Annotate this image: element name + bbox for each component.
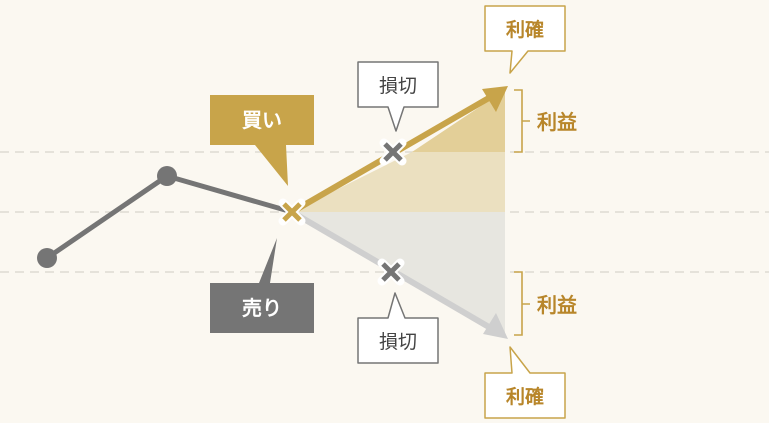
price-point-peak: [157, 166, 177, 186]
entry-x-mark-icon: [278, 198, 306, 226]
profit-upper-bracket: 利益: [514, 89, 577, 153]
price-point-start: [37, 248, 57, 268]
stop-loss-upper-x-mark-icon: [379, 138, 407, 166]
take-profit-lower-callout: 利確: [484, 346, 566, 419]
take-profit-upper-callout: 利確: [484, 5, 566, 74]
stop-loss-upper-callout: 損切: [357, 61, 439, 132]
take-profit-upper-label: 利確: [506, 18, 544, 41]
profit-zone-light: [292, 152, 505, 212]
sell-callout: 売り: [210, 238, 314, 333]
profit-upper-label: 利益: [537, 110, 577, 134]
stop-loss-lower-label: 損切: [379, 331, 417, 353]
buy-callout: 買い: [210, 95, 314, 186]
take-profit-lower-label: 利確: [506, 385, 544, 408]
buy-label: 買い: [242, 108, 282, 132]
profit-lower-label: 利益: [537, 293, 577, 317]
price-history-line: [44, 173, 295, 261]
profit-lower-bracket: 利益: [514, 271, 577, 336]
buy-arrow-head: [482, 86, 508, 112]
sell-arrow-head: [483, 313, 508, 339]
sell-label: 売り: [242, 296, 282, 320]
stop-loss-lower-callout: 損切: [357, 292, 439, 364]
stop-loss-upper-label: 損切: [379, 75, 417, 97]
guide-lines: [0, 151, 769, 273]
stop-loss-lower-x-mark-icon: [377, 258, 405, 286]
